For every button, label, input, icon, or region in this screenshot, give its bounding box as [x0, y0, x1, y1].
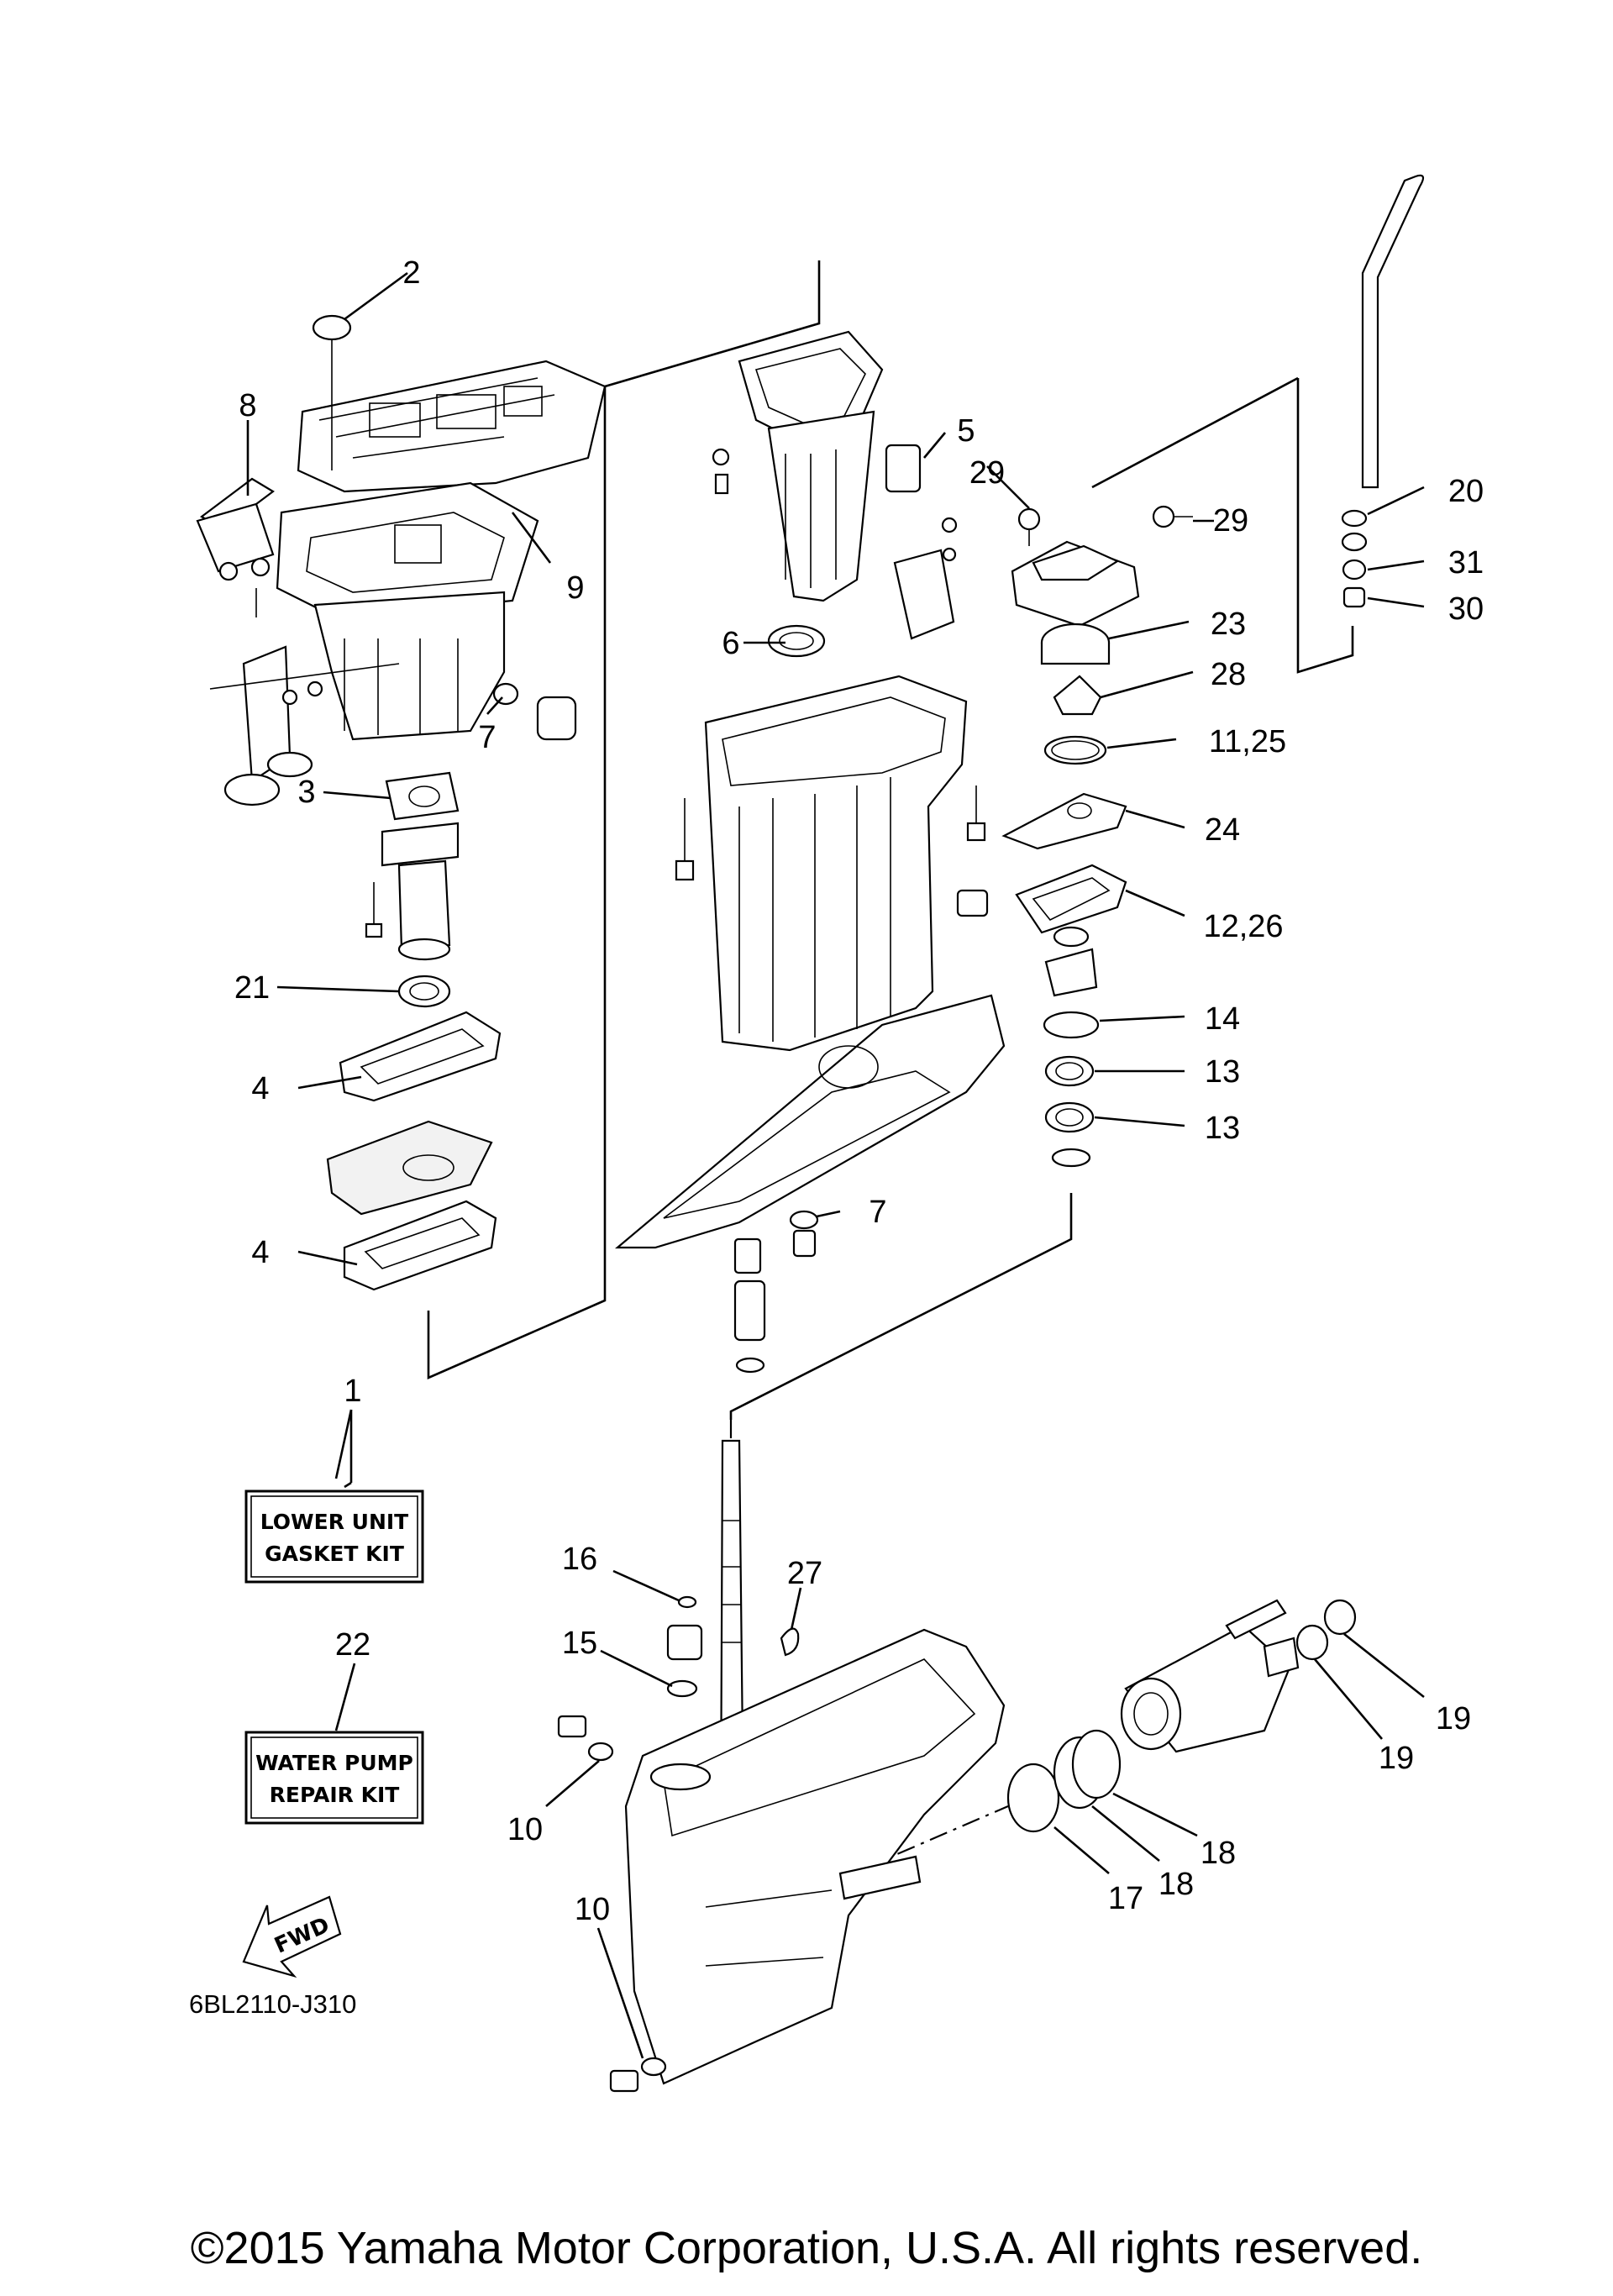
callout-21: 21 — [234, 970, 270, 1006]
callout-13-upper: 13 — [1205, 1054, 1240, 1090]
gasket-3 — [385, 771, 460, 821]
water-pipe-group — [1341, 174, 1425, 608]
kit-22-line1: WATER PUMP — [255, 1751, 413, 1775]
seal-21 — [397, 975, 451, 1008]
gasket-10-lower — [640, 2057, 667, 2077]
callout-7-lower: 7 — [869, 1195, 886, 1230]
leader-lines — [246, 271, 1425, 2059]
callout-18-right: 18 — [1201, 1836, 1236, 1871]
callout-1: 1 — [344, 1374, 361, 1409]
grommet-20 — [1341, 509, 1368, 528]
exhaust-tube — [397, 859, 451, 951]
shim-15 — [666, 1679, 698, 1698]
lower-unit-group — [557, 1439, 1357, 2093]
callout-11-25: 11,25 — [1209, 724, 1286, 759]
callout-30: 30 — [1448, 591, 1484, 627]
bearing-13-upper — [1044, 1055, 1095, 1087]
bushing — [733, 1237, 762, 1274]
callout-28: 28 — [1211, 657, 1246, 692]
callout-14: 14 — [1205, 1001, 1240, 1037]
water-pump-repair-kit-box: WATER PUMP REPAIR KIT — [244, 1731, 424, 1825]
gasket-10-upper — [587, 1742, 614, 1762]
o-ring-17 — [1006, 1763, 1060, 1833]
callout-31: 31 — [1448, 545, 1484, 581]
kit-1-line1: LOWER UNIT — [260, 1510, 408, 1534]
seal-19b — [1323, 1599, 1357, 1636]
seal-6 — [767, 624, 826, 658]
water-pump-group — [1001, 505, 1193, 1168]
callout-10-lower: 10 — [575, 1892, 610, 1927]
upper-casing-group — [196, 314, 607, 1291]
bolt-29-right — [1152, 505, 1175, 528]
callout-9: 9 — [566, 570, 584, 606]
o-ring-14 — [1043, 1011, 1100, 1039]
forward-arrow-icon: FWD — [242, 1895, 342, 1978]
propeller-shaft — [838, 1855, 922, 1900]
bushing-15 — [666, 1624, 703, 1661]
kit-22-line2: REPAIR KIT — [270, 1783, 400, 1807]
callout-24: 24 — [1205, 812, 1240, 848]
callout-8: 8 — [239, 388, 256, 423]
callout-2: 2 — [402, 255, 420, 291]
upper-casing — [313, 591, 506, 741]
callout-19-right: 19 — [1436, 1701, 1471, 1736]
callout-10-upper: 10 — [507, 1812, 543, 1847]
callout-5: 5 — [957, 413, 975, 449]
callout-6: 6 — [722, 626, 739, 661]
seal-7-upper — [492, 682, 519, 706]
callout-4-upper: 4 — [251, 1071, 269, 1106]
gearcase — [624, 1628, 1006, 2085]
outer-plate-24 — [1001, 792, 1127, 850]
seal-30 — [1342, 586, 1366, 608]
callout-27: 27 — [787, 1556, 822, 1591]
callout-18-left: 18 — [1159, 1867, 1194, 1902]
damper-5 — [885, 444, 922, 493]
seal-31 — [1342, 559, 1367, 581]
gasket-9 — [276, 481, 539, 619]
callout-numbers: 2 8 9 5 29 29 20 31 30 23 28 11,25 24 12… — [234, 255, 1484, 1927]
drive-shaft-housing — [704, 675, 968, 1052]
callout-13-lower: 13 — [1205, 1111, 1240, 1146]
kit-1-line2: GASKET KIT — [265, 1542, 404, 1566]
seal-7-lower — [789, 1210, 819, 1230]
gasket-4-upper — [339, 1011, 502, 1102]
seal-19a — [1295, 1624, 1329, 1661]
callout-29-right: 29 — [1213, 503, 1248, 539]
lower-unit-gasket-kit-box: LOWER UNIT GASKET KIT — [244, 1490, 424, 1584]
callout-23: 23 — [1211, 607, 1246, 642]
water-pipe — [1361, 174, 1425, 489]
callout-17: 17 — [1108, 1881, 1143, 1916]
drain-plug — [536, 696, 577, 741]
callout-15: 15 — [562, 1626, 597, 1661]
callout-20: 20 — [1448, 474, 1484, 509]
anti-cavitation-plate — [614, 994, 1006, 1249]
callout-22: 22 — [335, 1627, 370, 1663]
pin-16 — [677, 1595, 697, 1609]
callout-16: 16 — [562, 1542, 597, 1577]
key-27 — [780, 1627, 800, 1657]
drawing-code: 6BL2110-J310 — [189, 1989, 356, 2019]
impeller — [1053, 675, 1102, 716]
callout-7-upper: 7 — [478, 720, 496, 755]
o-ring-18b — [1071, 1729, 1122, 1799]
gasket-4-lower — [343, 1200, 497, 1291]
callout-19-left: 19 — [1379, 1741, 1414, 1776]
callout-4-lower: 4 — [251, 1235, 269, 1270]
copyright-notice: ©2015 Yamaha Motor Corporation, U.S.A. A… — [190, 2223, 1423, 2273]
callout-3: 3 — [297, 775, 315, 810]
bolt-29-left — [1017, 507, 1041, 531]
bearing-13-lower — [1044, 1101, 1095, 1133]
callout-12-26: 12,26 — [1203, 909, 1283, 944]
drive-housing-group — [614, 330, 1006, 1374]
callout-29-left: 29 — [969, 455, 1005, 491]
